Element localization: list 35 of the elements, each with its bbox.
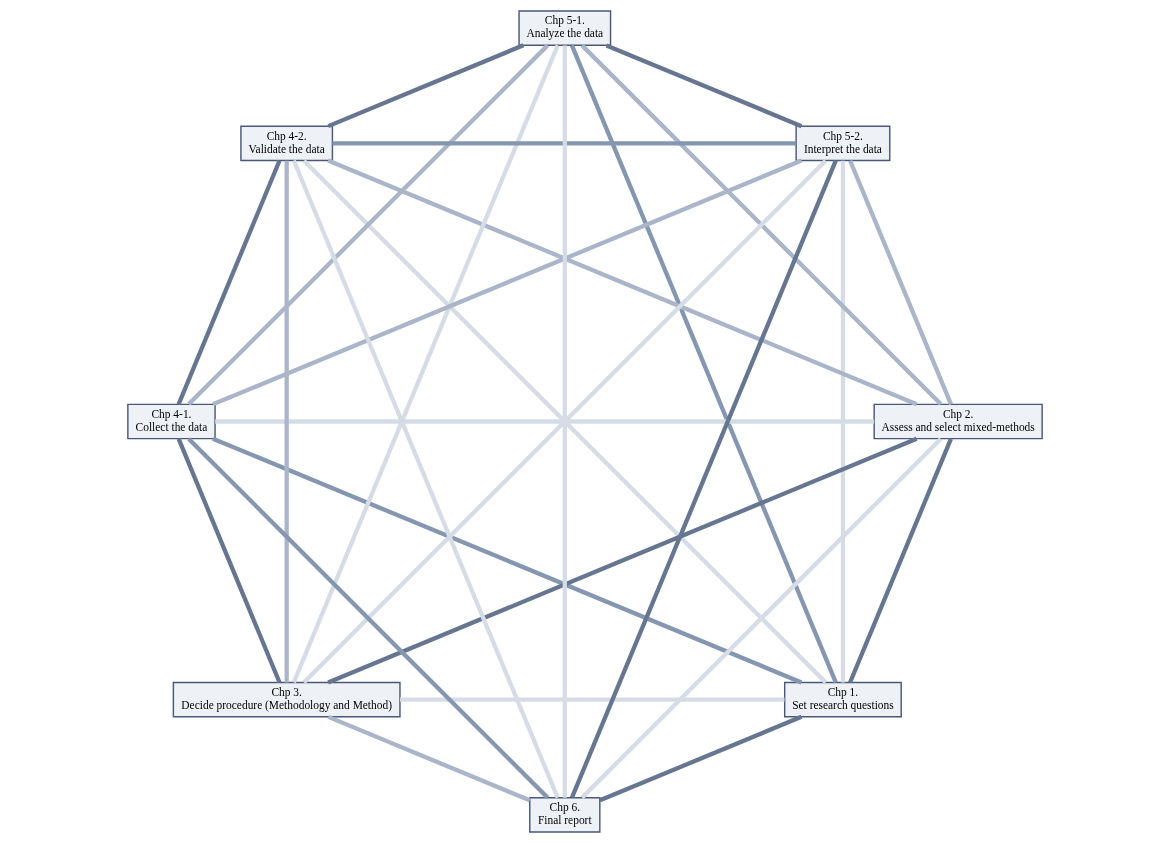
connector bbox=[840, 160, 846, 683]
connector bbox=[327, 43, 525, 129]
connector bbox=[400, 697, 785, 702]
node-box: Chp 3. Decide procedure (Methodology and Method) bbox=[172, 681, 401, 718]
node-box: Chp 5-2. Interpret the data bbox=[795, 125, 891, 162]
connector bbox=[291, 159, 560, 799]
connector bbox=[291, 44, 560, 684]
connector bbox=[187, 437, 550, 800]
connector bbox=[176, 438, 282, 684]
connector bbox=[580, 43, 943, 406]
connector bbox=[848, 438, 953, 684]
node-box: Chp 6. Final report bbox=[529, 796, 601, 833]
node-box: Chp 4-2. Validate the data bbox=[240, 125, 334, 162]
connector bbox=[327, 158, 918, 407]
connector bbox=[284, 160, 289, 683]
connector bbox=[212, 436, 803, 685]
connector bbox=[848, 159, 953, 406]
connector bbox=[580, 437, 943, 800]
connector bbox=[605, 43, 803, 129]
connector bbox=[215, 419, 875, 424]
connector bbox=[302, 159, 828, 684]
connector bbox=[562, 45, 567, 798]
connector bbox=[327, 714, 531, 803]
connector bbox=[569, 44, 838, 684]
connector bbox=[212, 158, 803, 407]
connector bbox=[176, 159, 282, 406]
connector bbox=[327, 436, 918, 685]
node-box: Chp 4-1. Collect the data bbox=[127, 403, 216, 440]
connector bbox=[569, 159, 838, 799]
node-box: Chp 5-1. Analyze the data bbox=[518, 10, 612, 47]
connector bbox=[332, 141, 797, 146]
node-box: Chp 1. Set research questions bbox=[783, 681, 902, 718]
connector bbox=[187, 43, 550, 406]
node-box: Chp 2. Assess and select mixed-methods bbox=[873, 403, 1043, 440]
connector bbox=[599, 714, 803, 803]
